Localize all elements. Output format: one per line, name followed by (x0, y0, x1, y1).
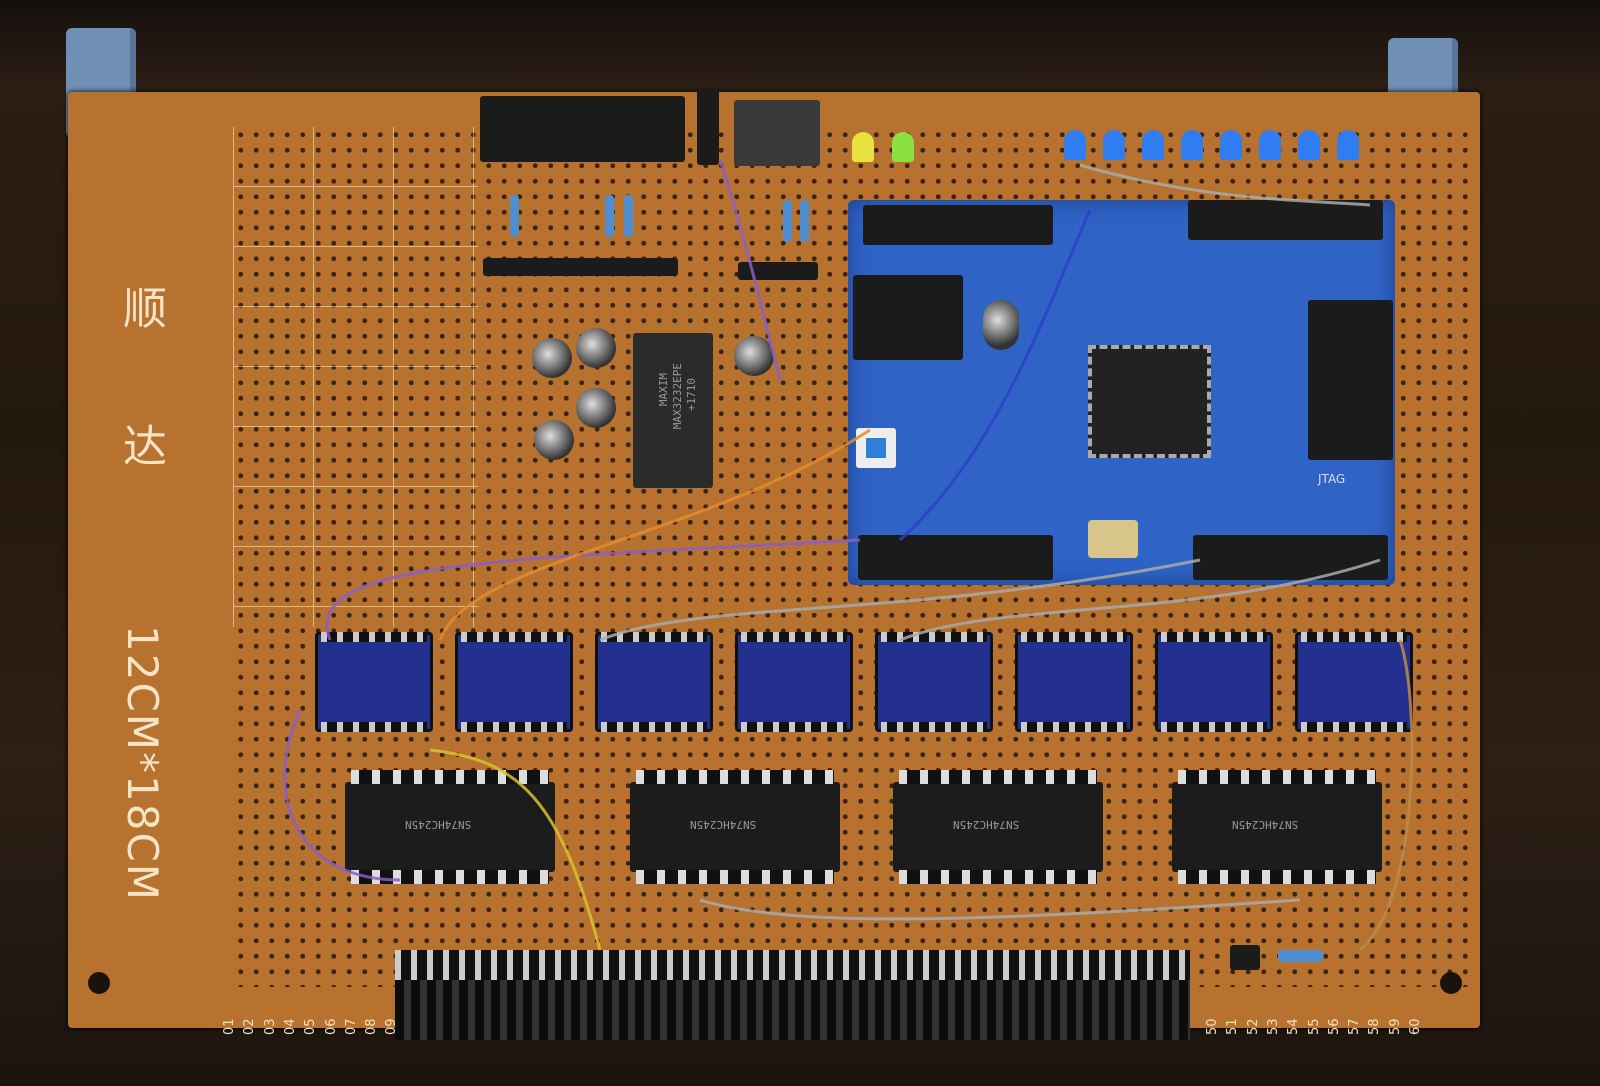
resistor (1278, 950, 1323, 962)
mcu-dev-board: JTAG (848, 200, 1395, 585)
capacitor (983, 300, 1019, 350)
module-pins (741, 632, 847, 642)
wire (283, 709, 401, 882)
blue-led (1298, 130, 1320, 160)
chip-legs (899, 870, 1097, 884)
crystal-oscillator (1088, 520, 1138, 558)
mcu-pin-header-bottom-right (1193, 535, 1388, 580)
wire (899, 558, 1381, 642)
mcu-pin-header-bottom (858, 535, 1053, 580)
module-pins (1021, 722, 1127, 732)
wire (599, 558, 1201, 642)
brand-text: 顺 达 (115, 285, 166, 507)
module-pins (321, 632, 427, 642)
buffer-chip: SN74HC245N (893, 770, 1103, 884)
chip-legs (351, 770, 549, 784)
wire (1079, 163, 1371, 207)
blue-led (1142, 130, 1164, 160)
blue-led (1064, 130, 1086, 160)
yellow-led (852, 132, 874, 162)
chip-legs (899, 770, 1097, 784)
board-size-text: 12CM*18CM (118, 625, 167, 903)
chip-legs (1178, 870, 1376, 884)
mcu-pin-header-top (863, 205, 1053, 245)
level-shifter-module (735, 632, 853, 732)
silkscreen-grid (233, 127, 478, 627)
blue-led (1259, 130, 1281, 160)
ir-receiver (697, 90, 719, 165)
module-pins (881, 722, 987, 732)
capacitor (576, 388, 616, 428)
capacitor (734, 336, 774, 376)
level-shifter-module (595, 632, 713, 732)
mount-hole (1440, 972, 1462, 994)
capacitor (532, 338, 572, 378)
module-pins (1161, 632, 1267, 642)
wire (699, 898, 1301, 921)
chip-legs (1178, 770, 1376, 784)
jtag-connector (1308, 300, 1393, 460)
fpga-chip (1088, 345, 1211, 458)
module-pins (461, 722, 567, 732)
resistor (624, 195, 633, 237)
level-shifter-module (455, 632, 573, 732)
module-pins (321, 722, 427, 732)
wire (429, 748, 602, 951)
db9-connector (480, 96, 685, 162)
wire (718, 159, 782, 381)
module-pins (601, 632, 707, 642)
module-pins (1301, 632, 1407, 642)
pin-header (738, 262, 818, 280)
transistor (1230, 945, 1260, 970)
resistor (800, 200, 809, 242)
level-shifter-module (875, 632, 993, 732)
chip-legs (351, 870, 549, 884)
resistor (510, 195, 519, 237)
mount-hole (88, 972, 110, 994)
chip-legs (636, 770, 834, 784)
capacitor (576, 328, 616, 368)
chip-legs (636, 870, 834, 884)
jtag-label: JTAG (1318, 472, 1346, 486)
buffer-chip: SN74HC245N (1172, 770, 1382, 884)
wire (325, 538, 861, 641)
buffer-chip: SN74HC245N (345, 770, 555, 884)
level-shifter-module (1015, 632, 1133, 732)
blue-led (1103, 130, 1125, 160)
heatshrink-block (734, 100, 820, 166)
module-pins (741, 722, 847, 732)
module-pins (601, 722, 707, 732)
level-shifter-module (315, 632, 433, 732)
edge-pin-header (395, 950, 1190, 1040)
pin-header (483, 258, 678, 276)
max3232-chip: MAXIM MAX3232EPE +1710 (633, 333, 713, 488)
buffer-chip: SN74HC245N (630, 770, 840, 884)
resistor (605, 195, 614, 237)
level-shifter-module (1295, 632, 1413, 732)
capacitor (534, 420, 574, 460)
module-pins (1161, 722, 1267, 732)
module-pins (461, 632, 567, 642)
green-led (892, 132, 914, 162)
wire (1359, 639, 1414, 952)
blue-led (1220, 130, 1242, 160)
module-pins (881, 632, 987, 642)
blue-led (1337, 130, 1359, 160)
wire (898, 209, 1092, 542)
dc-power-jack (853, 275, 963, 360)
mcu-pin-header-top-right (1188, 200, 1383, 240)
blue-led (1181, 130, 1203, 160)
resistor (783, 200, 792, 242)
level-shifter-module (1155, 632, 1273, 732)
module-pins (1301, 722, 1407, 732)
module-pins (1021, 632, 1127, 642)
wire (438, 428, 871, 641)
